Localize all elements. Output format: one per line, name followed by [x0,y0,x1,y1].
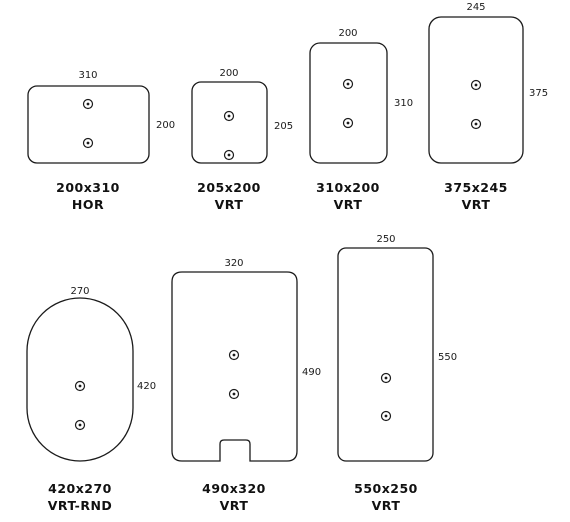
height-dimension: 310 [394,98,413,109]
type-label: VRT [215,197,244,212]
type-label: VRT [462,197,491,212]
type-label: VRT [220,498,249,513]
shape-490x320-vrt: 320 490 490x320 VRT [171,258,321,513]
width-dimension: 310 [78,70,97,81]
width-dimension: 270 [70,286,89,297]
height-dimension: 490 [302,367,321,378]
board-outline [191,81,268,164]
mount-hole-icon [470,118,482,130]
mount-hole-icon [74,419,86,431]
width-dimension: 320 [224,258,243,269]
mount-hole-icon [342,117,354,129]
width-dimension: 200 [338,28,357,39]
shape-200x310-hor: 310 200 200x310 HOR [27,70,175,212]
size-label: 420x270 [48,481,112,496]
shape-310x200-vrt: 200 310 310x200 VRT [309,28,413,212]
height-dimension: 550 [438,352,457,363]
type-label: VRT [334,197,363,212]
height-dimension: 205 [274,121,293,132]
size-label: 205x200 [197,180,261,195]
mount-hole-icon [470,79,482,91]
shape-550x250-vrt: 250 550 550x250 VRT [337,234,457,513]
mount-hole-icon [223,149,235,161]
size-label: 200x310 [56,180,120,195]
size-label: 310x200 [316,180,380,195]
size-label: 375x245 [444,180,508,195]
shape-205x200-vrt: 200 205 205x200 VRT [191,68,293,212]
shape-420x270-vrt-rnd: 270 420 420x270 VRT-RND [26,286,156,513]
type-label: HOR [72,197,104,212]
board-outline [26,297,134,462]
mount-hole-icon [380,410,392,422]
size-label: 490x320 [202,481,266,496]
mount-hole-icon [74,380,86,392]
mount-hole-icon [228,349,240,361]
board-outline [309,42,388,164]
width-dimension: 250 [376,234,395,245]
mount-hole-icon [228,388,240,400]
height-dimension: 200 [156,120,175,131]
width-dimension: 245 [466,2,485,13]
board-outline [27,85,150,164]
shape-375x245-vrt: 245 375 375x245 VRT [428,2,548,212]
mount-hole-icon [82,137,94,149]
mount-hole-icon [223,110,235,122]
height-dimension: 420 [137,381,156,392]
type-label: VRT [372,498,401,513]
board-outline [171,271,298,462]
height-dimension: 375 [529,88,548,99]
size-label: 550x250 [354,481,418,496]
board-outline [337,247,434,462]
mount-hole-icon [380,372,392,384]
type-label: VRT-RND [48,498,113,513]
mount-hole-icon [82,98,94,110]
mount-hole-icon [342,78,354,90]
width-dimension: 200 [219,68,238,79]
